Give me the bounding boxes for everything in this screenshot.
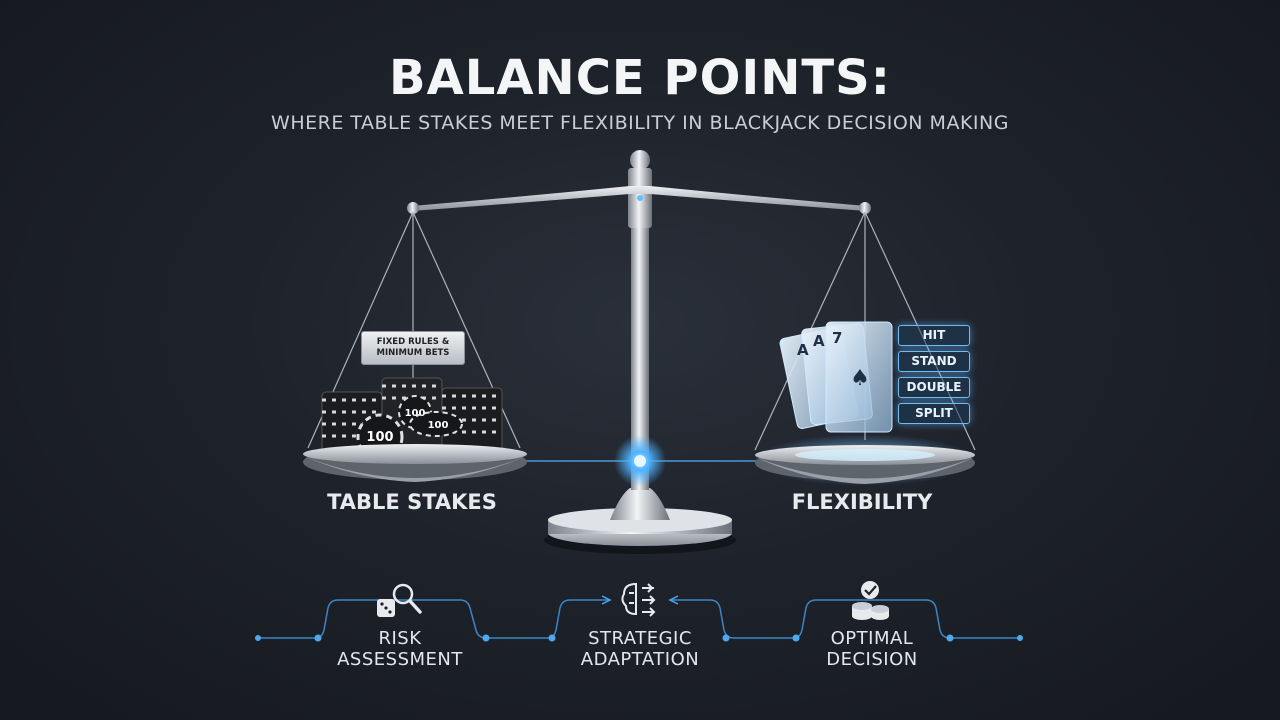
chip-stacks	[321, 377, 503, 461]
timeline-dots	[255, 634, 1023, 642]
step-line2: ASSESSMENT	[337, 649, 463, 670]
fixed-rules-plaque: FIXED RULES & MINIMUM BETS	[361, 331, 465, 365]
step-strategic-adaptation: STRATEGIC ADAPTATION	[540, 628, 740, 670]
step-optimal-decision: OPTIMAL DECISION	[772, 628, 972, 670]
step-line1: OPTIMAL	[830, 628, 914, 649]
card-fan: ♠	[779, 321, 893, 433]
stand-button[interactable]: STAND	[898, 351, 970, 372]
beam-end-left	[407, 202, 419, 214]
brain-arrows-icon	[621, 582, 656, 617]
step-line1: RISK	[378, 628, 422, 649]
dice-magnifier-icon	[377, 583, 422, 617]
card-rank: A	[813, 332, 825, 350]
hit-button[interactable]: HIT	[898, 325, 970, 346]
page-subtitle: WHERE TABLE STAKES MEET FLEXIBILITY IN B…	[271, 112, 1009, 134]
table-stakes-label: TABLE STAKES	[327, 490, 497, 514]
step-line2: ADAPTATION	[580, 649, 700, 670]
step-risk-assessment: RISK ASSESSMENT	[300, 628, 500, 670]
chip-label: 100	[405, 408, 426, 419]
flexibility-label: FLEXIBILITY	[791, 490, 933, 514]
chip-label: 100	[428, 420, 449, 431]
double-button[interactable]: DOUBLE	[898, 377, 970, 398]
step-line1: STRATEGIC	[588, 628, 692, 649]
spade-icon: ♠	[850, 366, 870, 391]
playing-card	[825, 321, 893, 433]
process-timeline	[258, 599, 1020, 639]
coins-check-icon	[852, 581, 889, 620]
split-button[interactable]: SPLIT	[898, 403, 970, 424]
card-rank: A	[797, 341, 809, 359]
plaque-text: FIXED RULES & MINIMUM BETS	[376, 337, 450, 358]
scale-pillar	[631, 175, 649, 490]
arrow-right-icon	[601, 595, 612, 605]
scale-beam	[412, 186, 866, 211]
beam-end-right	[859, 202, 871, 214]
arrow-left-icon	[668, 595, 679, 605]
chip-label: 100	[366, 430, 393, 445]
page-title: BALANCE POINTS:	[389, 50, 891, 106]
scale-finial	[630, 150, 650, 170]
right-pan	[755, 434, 975, 486]
card-rank: 7	[832, 329, 842, 347]
scale-base	[544, 488, 736, 554]
left-pan	[303, 377, 527, 482]
step-line2: DECISION	[826, 649, 918, 670]
pivot-light	[637, 195, 643, 201]
